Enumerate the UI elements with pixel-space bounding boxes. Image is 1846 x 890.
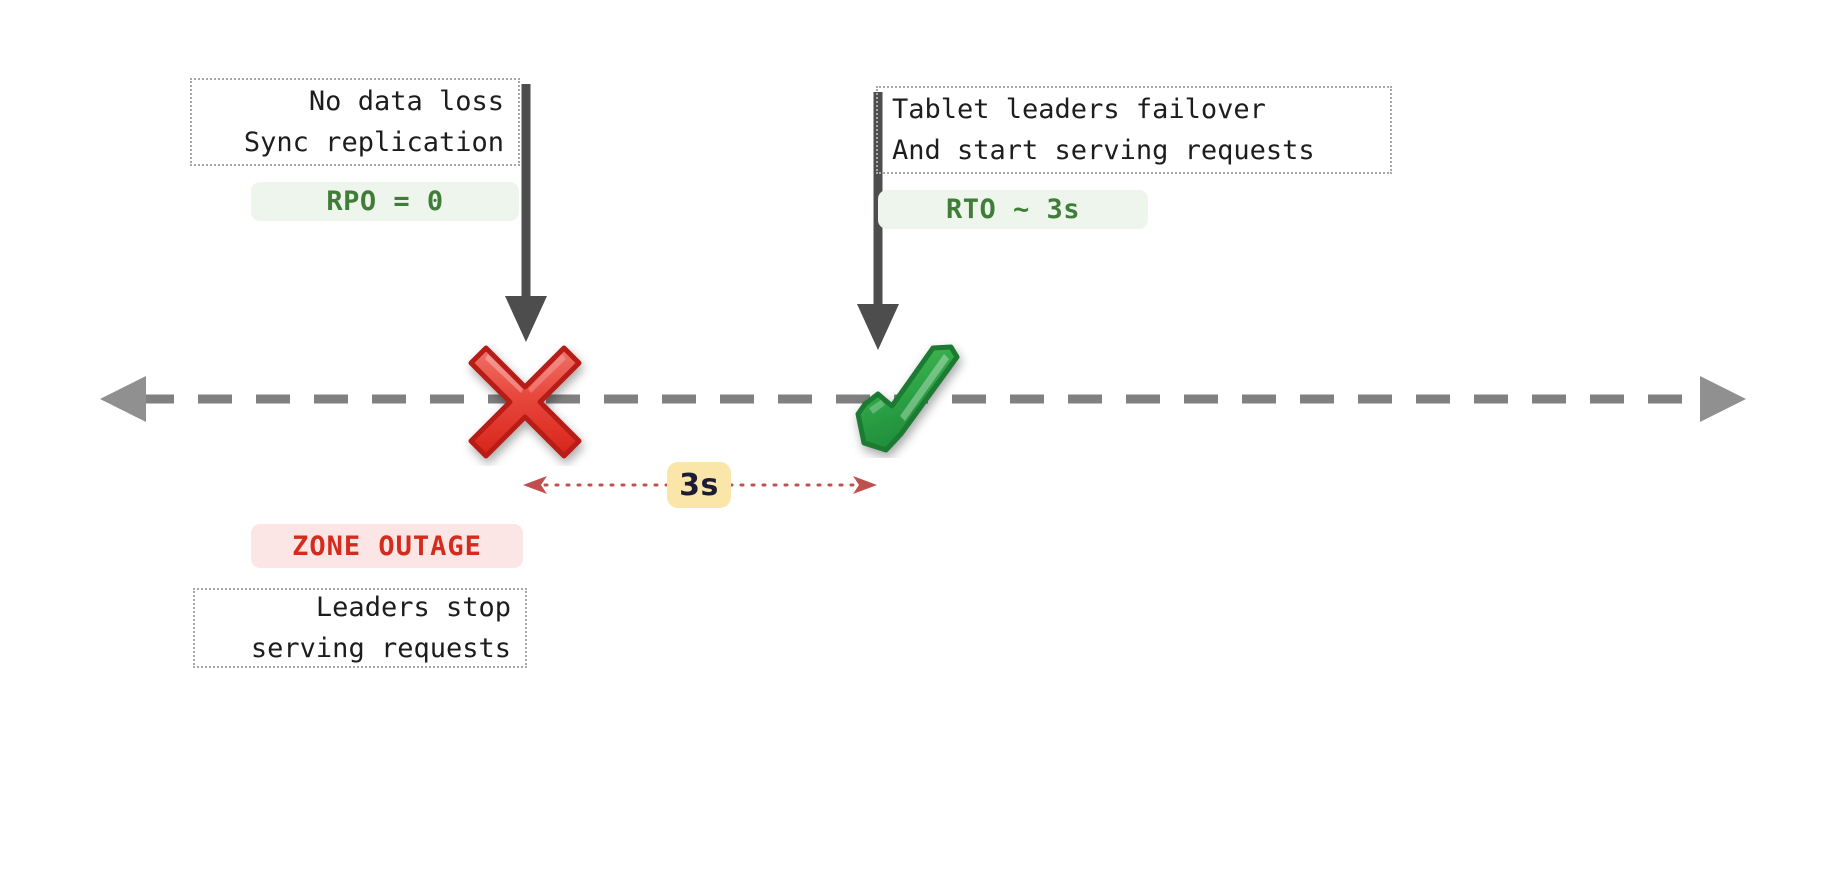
left-note-below-line-2: serving requests <box>250 633 511 664</box>
measure-arrow-right-icon <box>853 476 877 494</box>
duration-measure <box>515 466 885 506</box>
left-note-box: No data loss Sync replication <box>190 78 520 166</box>
zone-outage-badge: ZONE OUTAGE <box>251 524 523 568</box>
measure-arrow-left-icon <box>523 476 547 494</box>
duration-label: 3s <box>679 467 719 503</box>
rpo-badge: RPO = 0 <box>251 182 519 221</box>
down-arrow-icon <box>857 304 899 350</box>
arrow-right-icon <box>1700 376 1746 422</box>
left-note-line-2: Sync replication <box>243 127 504 158</box>
left-drop-arrow <box>503 84 549 350</box>
duration-badge: 3s <box>667 462 731 508</box>
left-note-line-1: No data loss <box>308 86 504 117</box>
right-note-line-1: Tablet leaders failover <box>892 94 1266 125</box>
red-cross-mark-icon <box>455 330 595 466</box>
zone-outage-label: ZONE OUTAGE <box>292 530 482 562</box>
rto-badge-label: RTO ~ 3s <box>945 194 1081 225</box>
left-note-below-line-1: Leaders stop <box>315 592 511 623</box>
left-note-box-below: Leaders stop serving requests <box>193 588 527 668</box>
right-note-line-2: And start serving requests <box>892 135 1315 166</box>
rpo-badge-label: RPO = 0 <box>326 186 444 217</box>
down-arrow-icon <box>505 296 547 342</box>
rto-badge: RTO ~ 3s <box>878 190 1148 229</box>
arrow-left-icon <box>100 376 146 422</box>
right-note-box: Tablet leaders failover And start servin… <box>876 86 1392 174</box>
green-check-mark-icon <box>845 338 975 458</box>
